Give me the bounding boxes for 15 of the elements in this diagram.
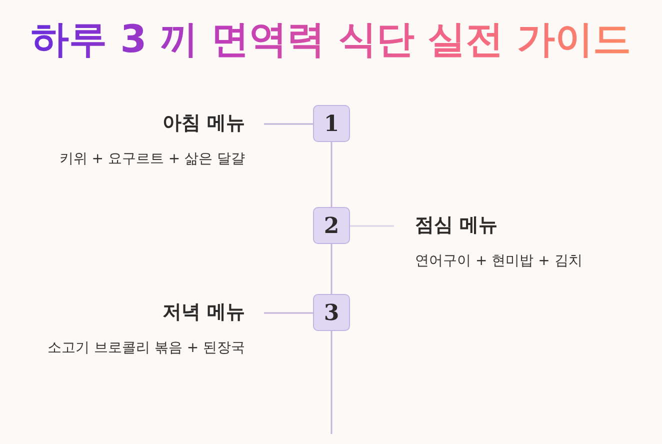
step-number-box: 1 xyxy=(313,105,350,142)
step-number-box: 3 xyxy=(313,294,350,331)
menu-description: 소고기 브로콜리 볶음 + 된장국 xyxy=(47,339,245,358)
meal-heading: 점심 메뉴 xyxy=(415,213,498,238)
menu-description: 연어구이 + 현미밥 + 김치 xyxy=(415,252,582,271)
step-number-box: 2 xyxy=(313,207,350,244)
connector-line xyxy=(350,225,394,227)
connector-line xyxy=(330,244,332,294)
connector-line xyxy=(264,123,313,125)
connector-line xyxy=(264,312,313,314)
meal-heading: 아침 메뉴 xyxy=(162,111,245,136)
connector-line xyxy=(330,142,332,207)
menu-description: 키위 + 요구르트 + 삶은 달걀 xyxy=(59,150,245,169)
meal-heading: 저녁 메뉴 xyxy=(162,300,245,325)
connector-line xyxy=(330,331,332,434)
